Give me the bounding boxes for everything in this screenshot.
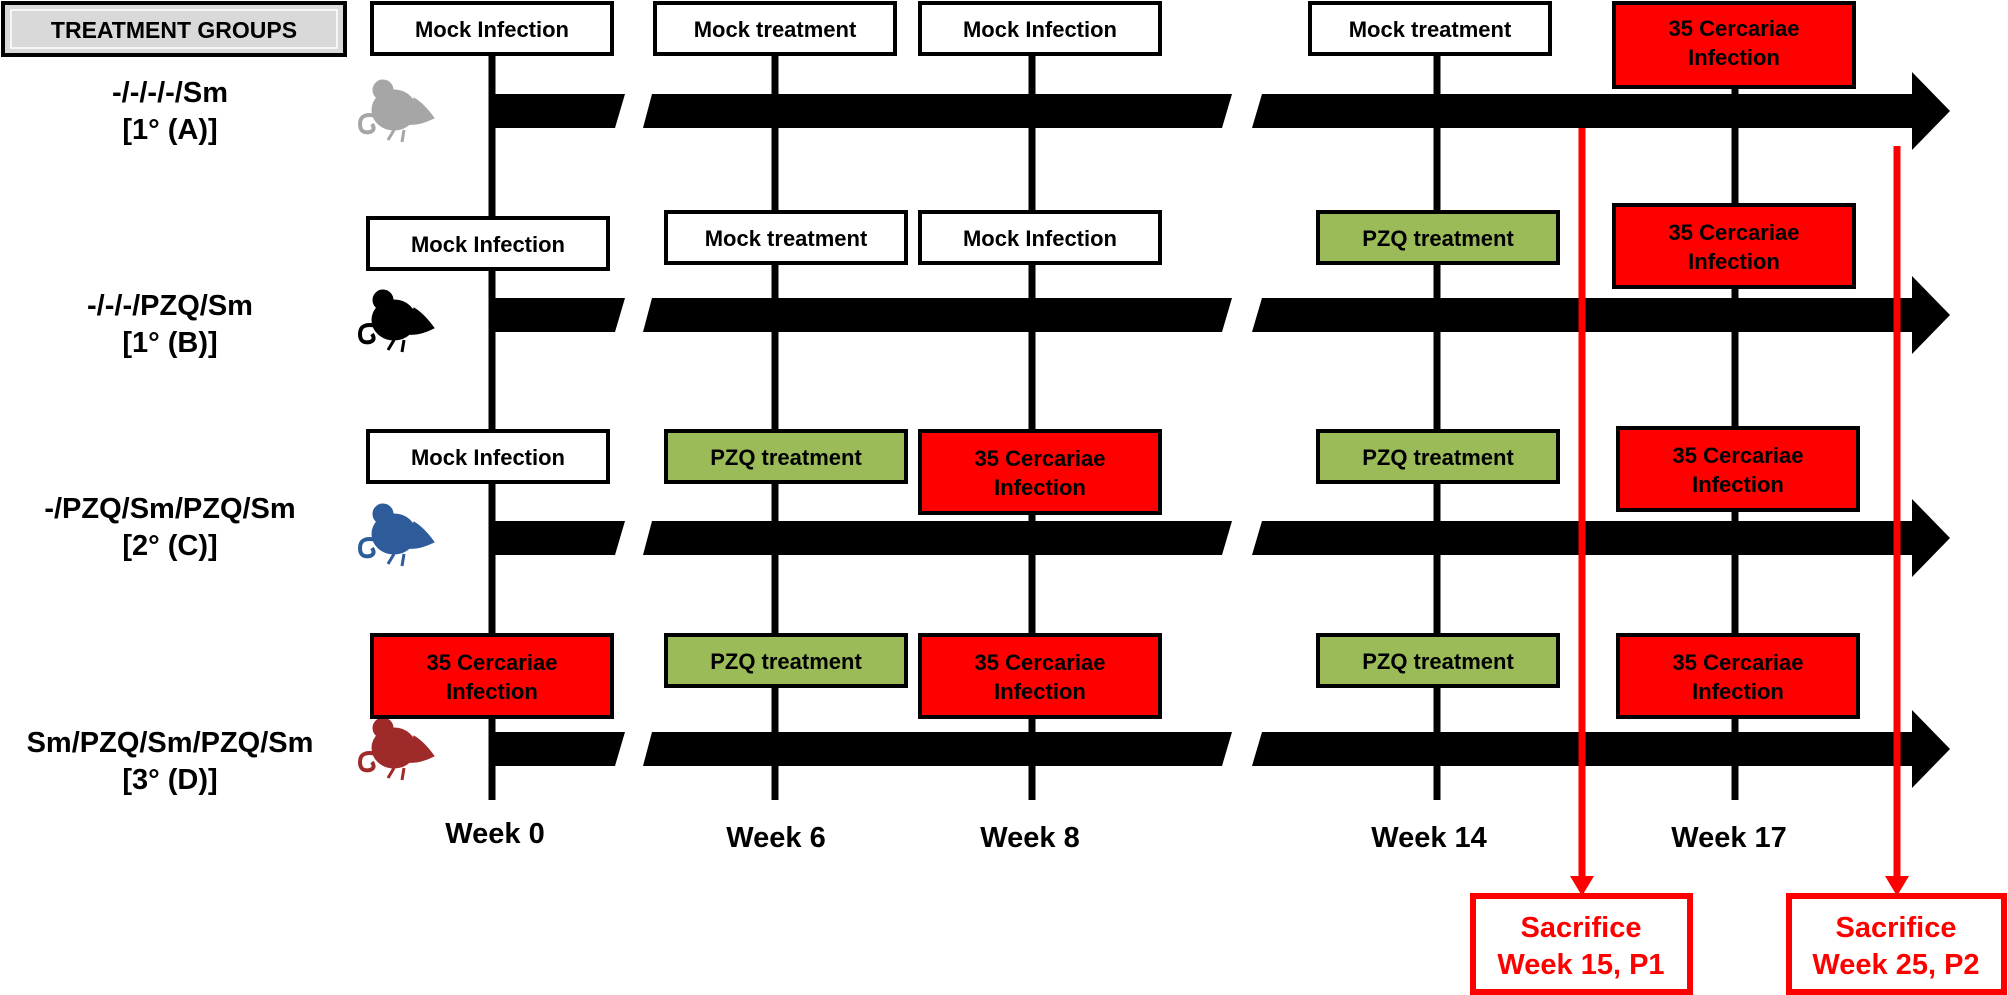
group-b-name: -/-/-/PZQ/Sm xyxy=(87,290,253,322)
event-a-week17-cercariae-infection: 35 Cercariae Infection xyxy=(1612,1,1856,89)
group-a-name: -/-/-/-/Sm xyxy=(112,77,228,109)
svg-text:Mock treatment: Mock treatment xyxy=(1349,17,1512,42)
svg-text:PZQ treatment: PZQ treatment xyxy=(710,445,862,470)
svg-text:Infection: Infection xyxy=(994,475,1086,500)
svg-text:35 Cercariae: 35 Cercariae xyxy=(1669,16,1800,41)
svg-text:35 Cercariae: 35 Cercariae xyxy=(1673,443,1804,468)
group-d-code: [3° (D)] xyxy=(122,764,217,796)
mouse-icon-b xyxy=(358,288,436,354)
svg-text:Sacrifice: Sacrifice xyxy=(1836,912,1957,944)
svg-text:PZQ treatment: PZQ treatment xyxy=(710,649,862,674)
week-label-14: Week 14 xyxy=(1371,822,1487,854)
week-label-17: Week 17 xyxy=(1671,822,1787,854)
svg-text:Mock Infection: Mock Infection xyxy=(411,232,565,257)
event-d-week8-cercariae-infection: 35 Cercariae Infection xyxy=(918,633,1162,719)
week-label-8: Week 8 xyxy=(980,822,1079,854)
mouse-icon-d xyxy=(358,716,436,782)
timeline-arrow-b xyxy=(492,276,1950,354)
svg-text:PZQ treatment: PZQ treatment xyxy=(1362,445,1514,470)
event-a-week14-mock-treatment: Mock treatment xyxy=(1308,1,1552,56)
event-b-week14-pzq-treatment: PZQ treatment xyxy=(1316,210,1560,265)
mouse-icon-a xyxy=(358,78,436,144)
svg-text:PZQ treatment: PZQ treatment xyxy=(1362,226,1514,251)
sacrifice-box-p2: Sacrifice Week 25, P2 xyxy=(1786,893,2007,995)
svg-text:Mock Infection: Mock Infection xyxy=(963,226,1117,251)
svg-text:Infection: Infection xyxy=(1688,45,1780,70)
svg-text:35 Cercariae: 35 Cercariae xyxy=(1673,650,1804,675)
group-labels: -/-/-/-/Sm [1° (A)] -/-/-/PZQ/Sm [1° (B)… xyxy=(27,77,314,796)
event-b-week0-mock-infection: Mock Infection xyxy=(366,216,610,271)
event-d-week14-pzq-treatment: PZQ treatment xyxy=(1316,633,1560,688)
event-c-week8-cercariae-infection: 35 Cercariae Infection xyxy=(918,429,1162,515)
svg-text:Week 25, P2: Week 25, P2 xyxy=(1812,949,1979,981)
timeline-arrow-d xyxy=(492,710,1950,788)
week-label-0: Week 0 xyxy=(445,818,544,850)
event-b-week17-cercariae-infection: 35 Cercariae Infection xyxy=(1612,203,1856,289)
sacrifice-box-p1: Sacrifice Week 15, P1 xyxy=(1470,893,1693,995)
event-d-week6-pzq-treatment: PZQ treatment xyxy=(664,633,908,688)
treatment-groups-header: TREATMENT GROUPS xyxy=(1,1,347,57)
timeline-arrow-c xyxy=(492,499,1950,577)
event-c-week6-pzq-treatment: PZQ treatment xyxy=(664,429,908,484)
group-b-code: [1° (B)] xyxy=(122,327,217,359)
sacrifice-lines xyxy=(1570,128,1909,896)
svg-text:PZQ treatment: PZQ treatment xyxy=(1362,649,1514,674)
svg-text:Infection: Infection xyxy=(1688,249,1780,274)
svg-text:Sacrifice: Sacrifice xyxy=(1521,912,1642,944)
group-c-name: -/PZQ/Sm/PZQ/Sm xyxy=(44,493,295,525)
svg-text:Mock treatment: Mock treatment xyxy=(694,17,857,42)
week-label-6: Week 6 xyxy=(726,822,825,854)
event-a-week8-mock-infection: Mock Infection xyxy=(918,1,1162,56)
event-b-week8-mock-infection: Mock Infection xyxy=(918,210,1162,265)
svg-text:Week 15, P1: Week 15, P1 xyxy=(1497,949,1664,981)
svg-text:Infection: Infection xyxy=(1692,472,1784,497)
week-labels: Week 0 Week 6 Week 8 Week 14 Week 17 xyxy=(445,818,1786,854)
event-d-week17-cercariae-infection: 35 Cercariae Infection xyxy=(1616,633,1860,719)
group-d-name: Sm/PZQ/Sm/PZQ/Sm xyxy=(27,727,314,759)
event-a-week0-mock-infection: Mock Infection xyxy=(370,1,614,56)
svg-text:Mock treatment: Mock treatment xyxy=(705,226,868,251)
svg-text:Mock Infection: Mock Infection xyxy=(415,17,569,42)
timeline-arrow-a xyxy=(492,72,1950,150)
mouse-icon-c xyxy=(358,502,436,568)
svg-text:Infection: Infection xyxy=(1692,679,1784,704)
svg-text:35 Cercariae: 35 Cercariae xyxy=(1669,220,1800,245)
svg-text:Infection: Infection xyxy=(446,679,538,704)
event-d-week0-cercariae-infection: 35 Cercariae Infection xyxy=(370,633,614,719)
group-a-code: [1° (A)] xyxy=(122,114,217,146)
svg-text:35 Cercariae: 35 Cercariae xyxy=(975,446,1106,471)
event-c-week14-pzq-treatment: PZQ treatment xyxy=(1316,429,1560,484)
header-title: TREATMENT GROUPS xyxy=(51,17,297,43)
svg-text:Mock Infection: Mock Infection xyxy=(411,445,565,470)
svg-text:35 Cercariae: 35 Cercariae xyxy=(975,650,1106,675)
svg-text:Infection: Infection xyxy=(994,679,1086,704)
group-c-code: [2° (C)] xyxy=(122,530,217,562)
event-c-week0-mock-infection: Mock Infection xyxy=(366,429,610,484)
event-b-week6-mock-treatment: Mock treatment xyxy=(664,210,908,265)
event-a-week6-mock-treatment: Mock treatment xyxy=(653,1,897,56)
event-c-week17-cercariae-infection: 35 Cercariae Infection xyxy=(1616,426,1860,512)
svg-text:35 Cercariae: 35 Cercariae xyxy=(427,650,558,675)
svg-text:Mock Infection: Mock Infection xyxy=(963,17,1117,42)
